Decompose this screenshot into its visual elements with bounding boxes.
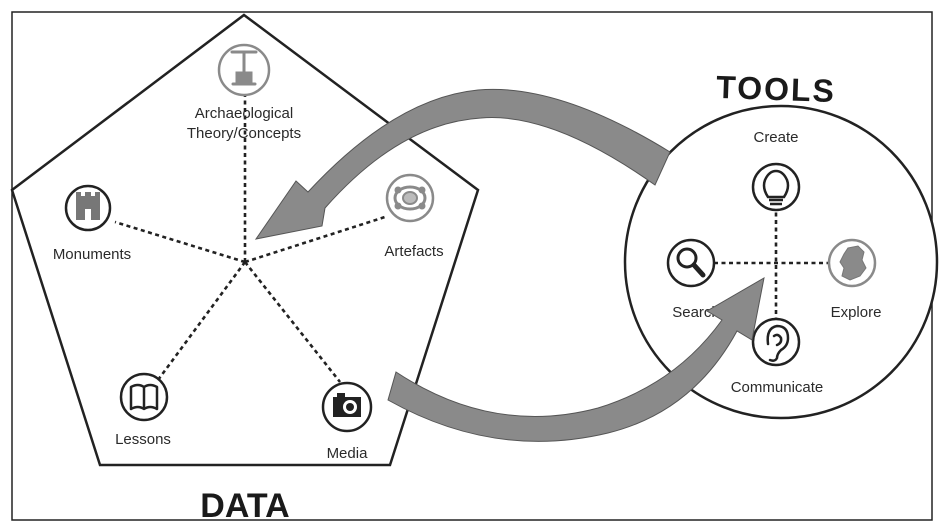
totem-icon <box>230 50 258 86</box>
label-theory-concepts: Theory/Concepts <box>187 125 301 142</box>
label-search: Search <box>672 304 720 321</box>
data-pentagon <box>10 13 480 467</box>
tools-circle <box>623 104 939 420</box>
camera-icon <box>333 393 361 417</box>
label-communicate: Communicate <box>731 379 824 396</box>
arrow-tools-to-data <box>254 88 671 240</box>
node-media: Media <box>321 381 373 462</box>
bracelet-icon <box>393 185 427 211</box>
node-explore: Explore <box>827 238 882 321</box>
lightbulb-icon <box>762 169 790 206</box>
label-explore: Explore <box>831 304 882 321</box>
label-create: Create <box>753 129 798 146</box>
magnifier-icon-ring <box>666 238 716 288</box>
ear-icon <box>766 324 790 362</box>
label-archaeological: Archaeological <box>195 105 293 122</box>
node-search: Search <box>666 238 720 321</box>
node-communicate: Communicate <box>731 317 824 396</box>
node-artefacts: Artefacts <box>384 173 444 260</box>
book-icon <box>129 383 159 411</box>
label-monuments: Monuments <box>53 246 131 263</box>
node-create: Create <box>751 129 801 212</box>
arrow-data-to-tools <box>387 277 765 442</box>
magnifier-icon <box>676 247 706 278</box>
tower-icon <box>76 192 100 220</box>
data-title: DATA <box>200 487 289 525</box>
node-archaeological-theory: Archaeological Theory/Concepts <box>187 43 301 142</box>
tools-title: TOOLS <box>716 69 837 109</box>
label-media: Media <box>327 445 369 462</box>
lightbulb-icon-ring <box>751 162 801 212</box>
node-monuments: Monuments <box>53 184 131 263</box>
data-spokes <box>114 95 386 383</box>
ireland-map-icon <box>839 245 867 281</box>
node-lessons: Lessons <box>115 372 171 448</box>
tools-spokes <box>714 205 832 320</box>
label-lessons: Lessons <box>115 431 171 448</box>
label-artefacts: Artefacts <box>384 243 443 260</box>
